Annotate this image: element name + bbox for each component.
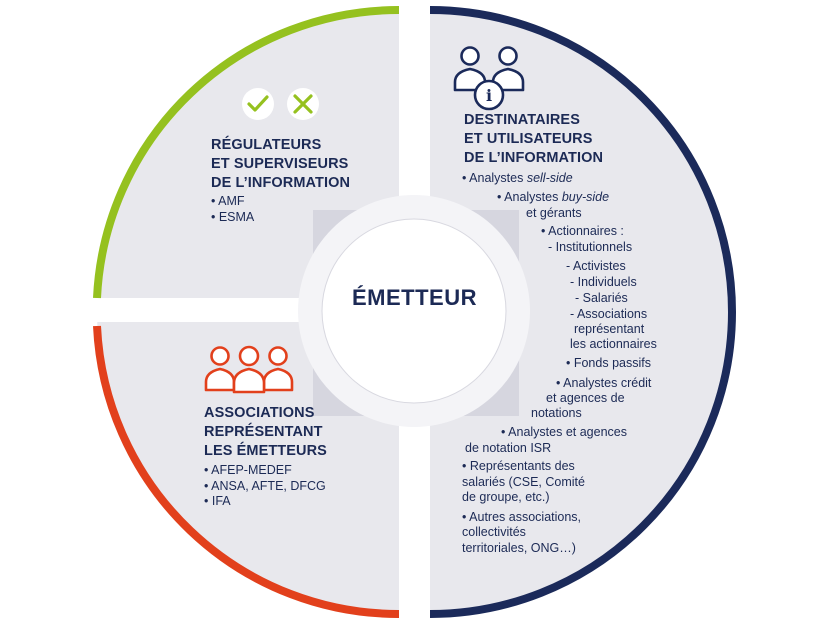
list-item: • AFEP-MEDEF	[204, 463, 292, 477]
list-item: • Représentants des	[462, 459, 575, 473]
list-item: • ESMA	[211, 209, 255, 224]
list-item: et gérants	[526, 206, 582, 220]
list-item: - Salariés	[575, 291, 628, 305]
heading-line: LES ÉMETTEURS	[204, 443, 327, 459]
list-item: • Analystes crédit	[556, 376, 652, 390]
recipients-heading: DESTINATAIRES ET UTILISATEURS DE L’INFOR…	[464, 111, 603, 168]
list-item: collectivités	[462, 525, 526, 539]
heading-line: ET UTILISATEURS	[464, 131, 593, 147]
center-circle	[321, 218, 507, 404]
list-item: • IFA	[204, 494, 231, 508]
center-label: ÉMETTEUR	[352, 285, 477, 310]
list-item: • Analystes buy-side	[497, 190, 610, 204]
svg-text:i: i	[486, 86, 492, 105]
list-item: - Institutionnels	[548, 240, 633, 254]
regulators-heading: RÉGULATEURS ET SUPERVISEURS DE L’INFORMA…	[211, 136, 350, 193]
list-item: notations	[531, 406, 582, 420]
issuer-associations-list: • AFEP-MEDEF • ANSA, AFTE, DFCG • IFA	[204, 463, 326, 510]
regulators-list: • AMF • ESMA	[211, 194, 254, 225]
heading-line: DE L’INFORMATION	[464, 150, 604, 166]
people-info-icon: i	[453, 46, 525, 111]
people-group-icon	[204, 345, 294, 394]
arc-orange	[93, 325, 400, 619]
heading-line: ASSOCIATIONS	[204, 405, 315, 421]
heading-line: RÉGULATEURS	[211, 137, 322, 153]
list-item: de groupe, etc.)	[462, 490, 550, 504]
list-item: • Actionnaires :	[541, 224, 624, 238]
list-item: territoriales, ONG…)	[462, 541, 576, 555]
list-item: - Associations	[570, 307, 648, 321]
quadrant-right	[430, 10, 732, 614]
list-item: de notation ISR	[465, 441, 552, 455]
list-item: et agences de	[546, 391, 625, 405]
check-icon	[242, 88, 274, 120]
heading-line: DE L’INFORMATION	[211, 175, 351, 191]
list-item: les actionnaires	[570, 337, 657, 351]
list-item: • Fonds passifs	[566, 356, 651, 370]
list-item: • Analystes et agences	[501, 425, 627, 439]
heading-line: DESTINATAIRES	[464, 112, 580, 128]
list-item: • Autres associations,	[462, 510, 582, 524]
issuer-associations-heading: ASSOCIATIONS REPRÉSENTANT LES ÉMETTEURS	[204, 404, 327, 461]
list-item: salariés (CSE, Comité	[462, 475, 585, 489]
list-item: • Analystes sell-side	[462, 171, 573, 185]
arc-navy	[429, 6, 736, 618]
arc-green	[93, 5, 400, 299]
cross-icon	[287, 88, 319, 120]
heading-line: REPRÉSENTANT	[204, 424, 323, 440]
list-item: représentant	[574, 322, 645, 336]
list-item: - Individuels	[570, 275, 637, 289]
list-item: - Activistes	[566, 259, 626, 273]
list-item: • AMF	[211, 194, 245, 208]
heading-line: ET SUPERVISEURS	[211, 156, 349, 172]
list-item: • ANSA, AFTE, DFCG	[204, 478, 326, 493]
